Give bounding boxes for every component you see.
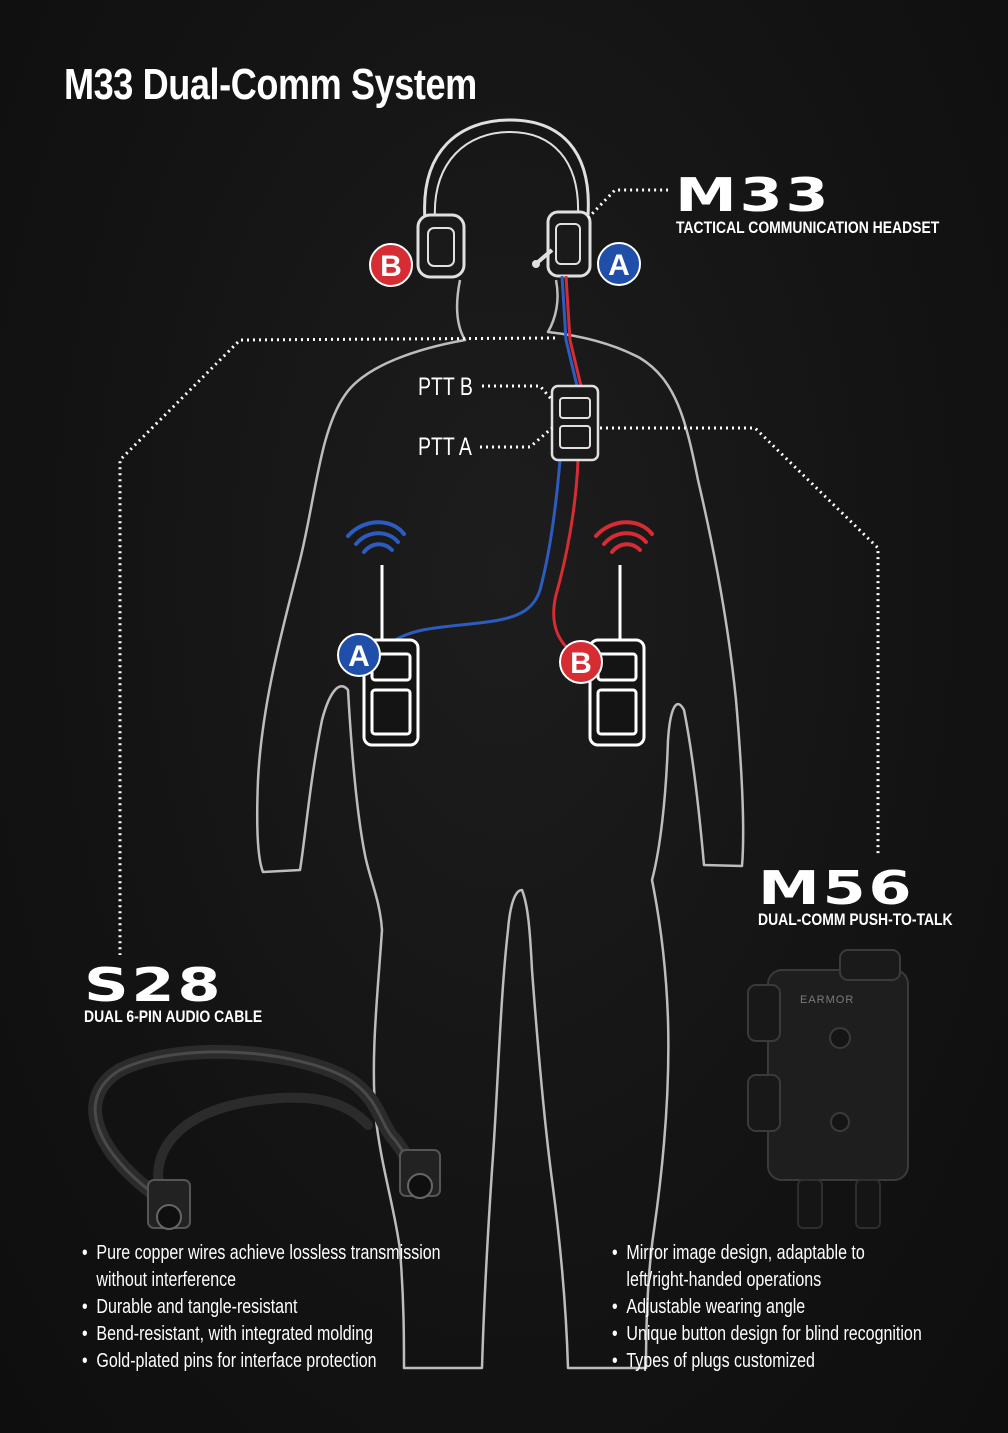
m56-feature: Types of plugs customized bbox=[612, 1348, 922, 1375]
boom-mic bbox=[536, 248, 554, 264]
ptt-b-label: PTT B bbox=[418, 373, 473, 401]
s28-feature: Durable and tangle-resistant bbox=[82, 1294, 441, 1321]
m56-feature-list: Mirror image design, adaptable to left/r… bbox=[612, 1240, 922, 1375]
signal-waves-b bbox=[594, 520, 654, 554]
leader-ptt-a bbox=[480, 426, 553, 449]
cable-headset-blue bbox=[560, 275, 580, 391]
badge-a-headset: A bbox=[597, 242, 641, 286]
s28-cable-image bbox=[88, 1044, 441, 1230]
s28-product-name: S28 bbox=[84, 958, 224, 1012]
right-ear-cup bbox=[546, 210, 592, 278]
m56-logo-text: EARMOR bbox=[800, 994, 854, 1006]
m56-feature: Mirror image design, adaptable to left/r… bbox=[612, 1240, 922, 1294]
s28-feature: Pure copper wires achieve lossless trans… bbox=[82, 1240, 441, 1294]
left-ear-cup bbox=[416, 213, 466, 279]
svg-text:B: B bbox=[380, 250, 402, 283]
svg-text:A: A bbox=[608, 249, 630, 282]
s28-product-subtitle: DUAL 6-PIN AUDIO CABLE bbox=[84, 1007, 263, 1026]
s28-feature: Bend-resistant, with integrated molding bbox=[82, 1321, 441, 1348]
person-silhouette bbox=[256, 279, 745, 1370]
badge-a-radio: A bbox=[337, 633, 381, 677]
m33-product-subtitle: TACTICAL COMMUNICATION HEADSET bbox=[676, 218, 940, 237]
headset-band-inner bbox=[433, 130, 580, 221]
leader-m33 bbox=[586, 188, 668, 220]
badge-b-radio: B bbox=[559, 640, 603, 684]
m56-device-image: EARMOR bbox=[747, 949, 909, 1229]
m56-feature: Adjustable wearing angle bbox=[612, 1294, 922, 1321]
signal-waves-a bbox=[346, 520, 406, 554]
svg-text:B: B bbox=[570, 647, 592, 680]
leader-s28 bbox=[118, 336, 556, 955]
m33-product-name: M33 bbox=[675, 168, 832, 222]
m56-product-subtitle: DUAL-COMM PUSH-TO-TALK bbox=[758, 910, 953, 929]
m56-feature: Unique button design for blind recogniti… bbox=[612, 1321, 922, 1348]
svg-text:A: A bbox=[348, 640, 370, 673]
s28-feature-list: Pure copper wires achieve lossless trans… bbox=[82, 1240, 441, 1375]
ptt-a-label: PTT A bbox=[418, 433, 472, 461]
radio-b bbox=[588, 565, 646, 747]
headset-band-outline bbox=[423, 118, 590, 221]
ptt-device bbox=[550, 384, 600, 462]
leader-m56 bbox=[600, 426, 880, 855]
m56-product-name: M56 bbox=[758, 861, 915, 915]
page-title: M33 Dual-Comm System bbox=[64, 60, 477, 109]
cable-headset-red bbox=[564, 275, 584, 391]
s28-feature: Gold-plated pins for interface protectio… bbox=[82, 1348, 441, 1375]
cable-channel-b bbox=[552, 459, 580, 654]
badge-b-headset: B bbox=[369, 243, 413, 287]
leader-ptt-b bbox=[482, 384, 554, 401]
cable-channel-a bbox=[391, 459, 562, 644]
